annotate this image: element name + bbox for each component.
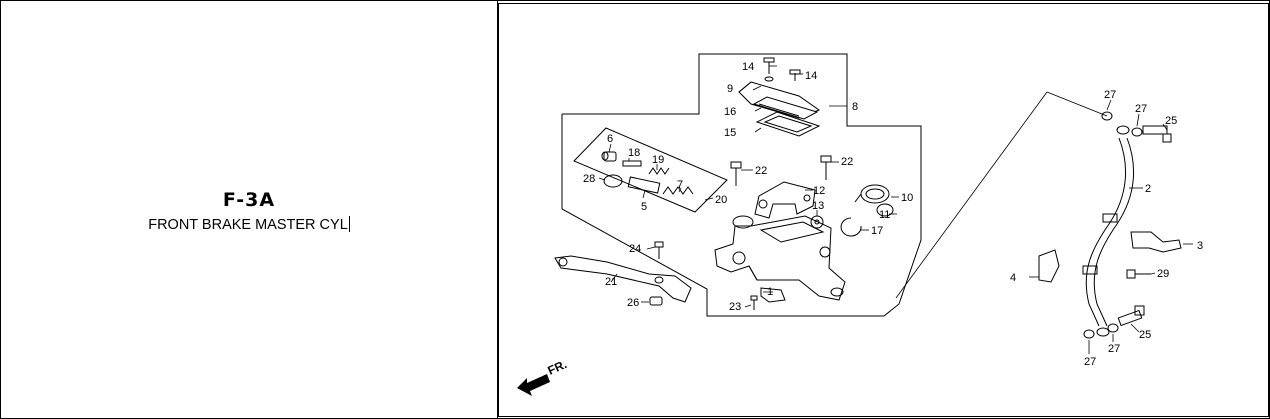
callout-16: 16	[724, 106, 736, 118]
callout-28: 28	[583, 173, 595, 185]
callout-27: 27	[1104, 89, 1116, 101]
callout-9: 9	[727, 83, 733, 95]
callout-15: 15	[724, 127, 736, 139]
callout-27: 27	[1135, 103, 1147, 115]
bolt-22b	[820, 155, 832, 180]
diaphragm-16	[752, 96, 819, 120]
callout-21: 21	[605, 276, 617, 288]
diaphragm-plate-15	[755, 111, 821, 137]
assembly-outline-8	[561, 53, 922, 317]
washer-27b	[1131, 127, 1143, 137]
callout-23: 23	[729, 301, 741, 313]
brake-hose-2	[1082, 125, 1135, 337]
callout-22: 22	[755, 165, 767, 177]
callout-6: 6	[607, 133, 613, 145]
section-code: F-3A	[222, 189, 276, 211]
callout-25: 25	[1165, 115, 1177, 127]
master-cylinder-body	[714, 215, 846, 301]
bolt-22a	[730, 161, 742, 186]
screw-23	[750, 295, 758, 310]
washer-27d	[1107, 323, 1119, 333]
callout-13: 13	[812, 200, 824, 212]
bolt-25a	[1142, 125, 1172, 143]
callout-7: 7	[677, 179, 683, 191]
front-direction-label: FR.	[546, 357, 569, 378]
brake-lever-21	[554, 255, 692, 303]
holder-12	[754, 181, 816, 219]
callout-26: 26	[627, 297, 639, 309]
callout-22: 22	[841, 156, 853, 168]
piston-kit-outline-20	[573, 127, 728, 213]
bolt-29	[1126, 269, 1151, 279]
callout-5: 5	[641, 201, 647, 213]
callout-12: 12	[813, 185, 825, 197]
text-cursor	[348, 216, 350, 232]
callout-27: 27	[1084, 356, 1096, 368]
circlip-28	[603, 174, 623, 188]
o-ring-11	[876, 203, 894, 217]
section-title-text: FRONT BRAKE MASTER CYL	[148, 217, 348, 233]
callout-20: 20	[715, 194, 727, 206]
parts-diagram: FR. 14 14 9 8 16 15 6 18 19 22 22 28 7 1…	[498, 3, 1269, 417]
hose-guide-4	[1038, 249, 1060, 283]
callout-3: 3	[1197, 240, 1203, 252]
callout-19: 19	[652, 154, 664, 166]
front-direction-arrow: FR.	[517, 357, 569, 396]
cap-6	[601, 151, 617, 162]
pin-18	[622, 160, 642, 167]
callout-labels: 14 14 9 8 16 15 6 18 19 22 22 28 7 12 10…	[583, 61, 1203, 368]
piston-5	[627, 176, 661, 194]
callout-2: 2	[1145, 183, 1151, 195]
circlip-17	[840, 217, 862, 237]
callout-18: 18	[628, 147, 640, 159]
section-title: FRONT BRAKE MASTER CYL	[1, 216, 497, 233]
callout-14: 14	[805, 70, 817, 82]
title-panel: F-3A FRONT BRAKE MASTER CYL	[1, 1, 498, 418]
callout-4: 4	[1010, 272, 1016, 284]
screw-14a	[763, 57, 775, 74]
spring-7	[662, 186, 694, 195]
nut-26	[649, 296, 663, 306]
callout-10: 10	[901, 192, 913, 204]
washer-27c	[1083, 329, 1095, 339]
bolt-25b	[1117, 305, 1145, 327]
screw-14b	[789, 69, 801, 81]
callout-8: 8	[852, 101, 858, 113]
spring-19	[648, 167, 670, 175]
leader-lines	[598, 65, 1193, 354]
callout-25: 25	[1139, 329, 1151, 341]
callout-29: 29	[1157, 268, 1169, 280]
bolt-24	[654, 241, 664, 259]
callout-17: 17	[871, 225, 883, 237]
boot-10	[854, 184, 890, 204]
callout-1: 1	[767, 286, 773, 298]
hose-clamp-3	[1130, 231, 1182, 253]
callout-24: 24	[629, 243, 641, 255]
callout-11: 11	[879, 209, 890, 221]
callout-14: 14	[742, 61, 754, 73]
switch-1	[760, 287, 786, 303]
parts-diagram-svg: FR. 14 14 9 8 16 15 6 18 19 22 22 28 7 1…	[517, 53, 1203, 396]
callout-27: 27	[1108, 343, 1120, 355]
washer-27a	[1101, 111, 1113, 121]
